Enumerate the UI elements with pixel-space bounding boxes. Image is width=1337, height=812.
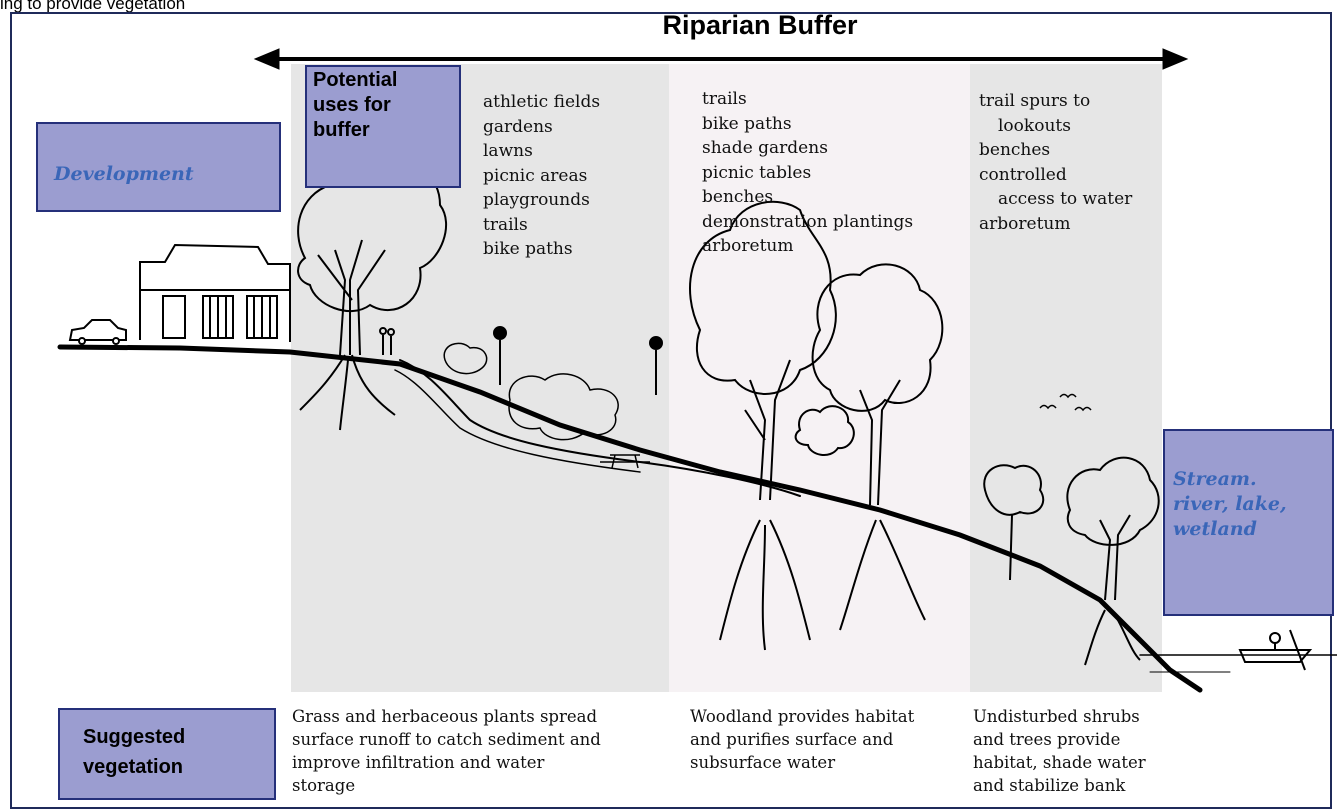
caption-line: and purifies surface and: [690, 728, 914, 751]
use-item: gardens: [483, 115, 600, 140]
water-label-line-2: river, lake,: [1173, 492, 1332, 517]
potential-uses-line-3: buffer: [313, 118, 453, 143]
use-item: trails: [483, 213, 600, 238]
use-item: bike paths: [702, 112, 913, 137]
use-item: picnic areas: [483, 164, 600, 189]
use-item: demonstration plantings: [702, 210, 913, 235]
use-item: arboretum: [702, 234, 913, 259]
people-icon: [380, 328, 394, 355]
caption-line: surface runoff to catch sediment and: [292, 728, 601, 751]
use-item: benches: [979, 138, 1132, 163]
boat-icon: [1240, 630, 1310, 670]
use-item: bike paths: [483, 237, 600, 262]
caption-line: storage: [292, 774, 601, 797]
use-item: controlled: [979, 163, 1132, 188]
potential-uses-label: Potential uses for buffer: [305, 65, 461, 188]
use-item: trail spurs to: [979, 89, 1132, 114]
caption-line: improve infiltration and water: [292, 751, 601, 774]
use-item: athletic fields: [483, 90, 600, 115]
caption-line: subsurface water: [690, 751, 914, 774]
caption-line: and stabilize bank: [973, 774, 1146, 797]
garden-shrubs-icon: [444, 343, 650, 468]
car-icon: [70, 320, 126, 344]
use-item: benches: [702, 185, 913, 210]
use-item: lookouts: [979, 114, 1132, 139]
water-label-line-1: Stream.: [1173, 467, 1332, 492]
use-item: lawns: [483, 139, 600, 164]
caption-line: Grass and herbaceous plants spread: [292, 705, 601, 728]
woodland-trees-icon: [690, 202, 942, 650]
suggested-vegetation-label: Suggested vegetation: [58, 708, 276, 800]
use-item: shade gardens: [702, 136, 913, 161]
water-label-line-3: wetland: [1173, 517, 1332, 542]
caption-line: and trees provide: [973, 728, 1146, 751]
use-item: arboretum: [979, 212, 1132, 237]
development-label: Development: [36, 122, 281, 212]
diagram-title: Riparian Buffer: [560, 10, 960, 41]
use-item: picnic tables: [702, 161, 913, 186]
suggested-line-2: vegetation: [83, 752, 274, 782]
caption-line: Undisturbed shrubs: [973, 705, 1146, 728]
large-tree-icon: [298, 163, 446, 430]
caption-line: habitat, shade water: [973, 751, 1146, 774]
potential-uses-line-1: Potential: [313, 68, 453, 93]
development-label-text: Development: [54, 163, 194, 185]
ground-slope: [60, 347, 1337, 690]
use-item: access to water: [979, 187, 1132, 212]
suggested-line-1: Suggested: [83, 722, 274, 752]
use-item: playgrounds: [483, 188, 600, 213]
potential-uses-line-2: uses for: [313, 93, 453, 118]
birds-icon: [1040, 395, 1091, 411]
use-item: trails: [702, 87, 913, 112]
building-icon: [140, 245, 290, 342]
caption-line: Woodland provides habitat: [690, 705, 914, 728]
lamp-post-icon: [494, 327, 662, 395]
water-body-label: Stream. river, lake, wetland: [1163, 429, 1334, 616]
